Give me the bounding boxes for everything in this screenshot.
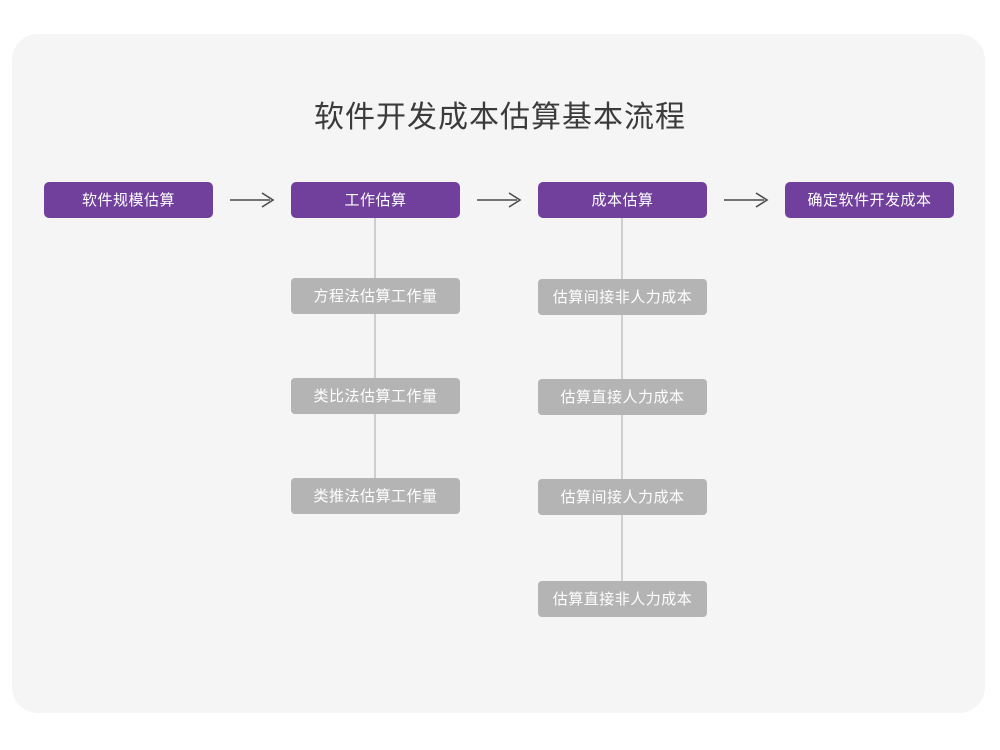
stage-node-label: 成本估算	[591, 191, 654, 209]
sub-node-equation-method-effort[interactable]: 方程法估算工作量	[291, 278, 460, 314]
arrow-right-icon	[228, 190, 276, 210]
sub-node-label: 类推法估算工作量	[313, 487, 438, 505]
arrow-right-icon	[722, 190, 770, 210]
stage-node-determine-development-cost[interactable]: 确定软件开发成本	[785, 182, 954, 218]
sub-node-inference-method-effort[interactable]: 类推法估算工作量	[291, 478, 460, 514]
page-title: 软件开发成本估算基本流程	[314, 101, 686, 134]
diagram-card	[12, 34, 985, 713]
sub-node-direct-nonlabor-cost[interactable]: 估算直接非人力成本	[538, 581, 707, 617]
sub-node-indirect-labor-cost[interactable]: 估算间接人力成本	[538, 479, 707, 515]
sub-node-direct-labor-cost[interactable]: 估算直接人力成本	[538, 379, 707, 415]
sub-node-label: 估算直接人力成本	[560, 388, 685, 406]
arrow-right-icon	[475, 190, 523, 210]
connector-line-effort	[374, 218, 376, 497]
sub-node-label: 估算间接人力成本	[560, 488, 685, 506]
sub-node-label: 类比法估算工作量	[313, 387, 438, 405]
stage-node-label: 确定软件开发成本	[807, 191, 932, 209]
sub-node-label: 估算间接非人力成本	[552, 288, 693, 306]
stage-node-effort-estimation[interactable]: 工作估算	[291, 182, 460, 218]
stage-node-label: 工作估算	[344, 191, 407, 209]
sub-node-label: 方程法估算工作量	[313, 287, 438, 305]
sub-node-indirect-nonlabor-cost[interactable]: 估算间接非人力成本	[538, 279, 707, 315]
sub-node-label: 估算直接非人力成本	[552, 590, 693, 608]
stage-node-label: 软件规模估算	[81, 191, 175, 209]
stage-node-cost-estimation[interactable]: 成本估算	[538, 182, 707, 218]
stage-node-software-scale-estimation[interactable]: 软件规模估算	[44, 182, 213, 218]
sub-node-analogy-method-effort[interactable]: 类比法估算工作量	[291, 378, 460, 414]
